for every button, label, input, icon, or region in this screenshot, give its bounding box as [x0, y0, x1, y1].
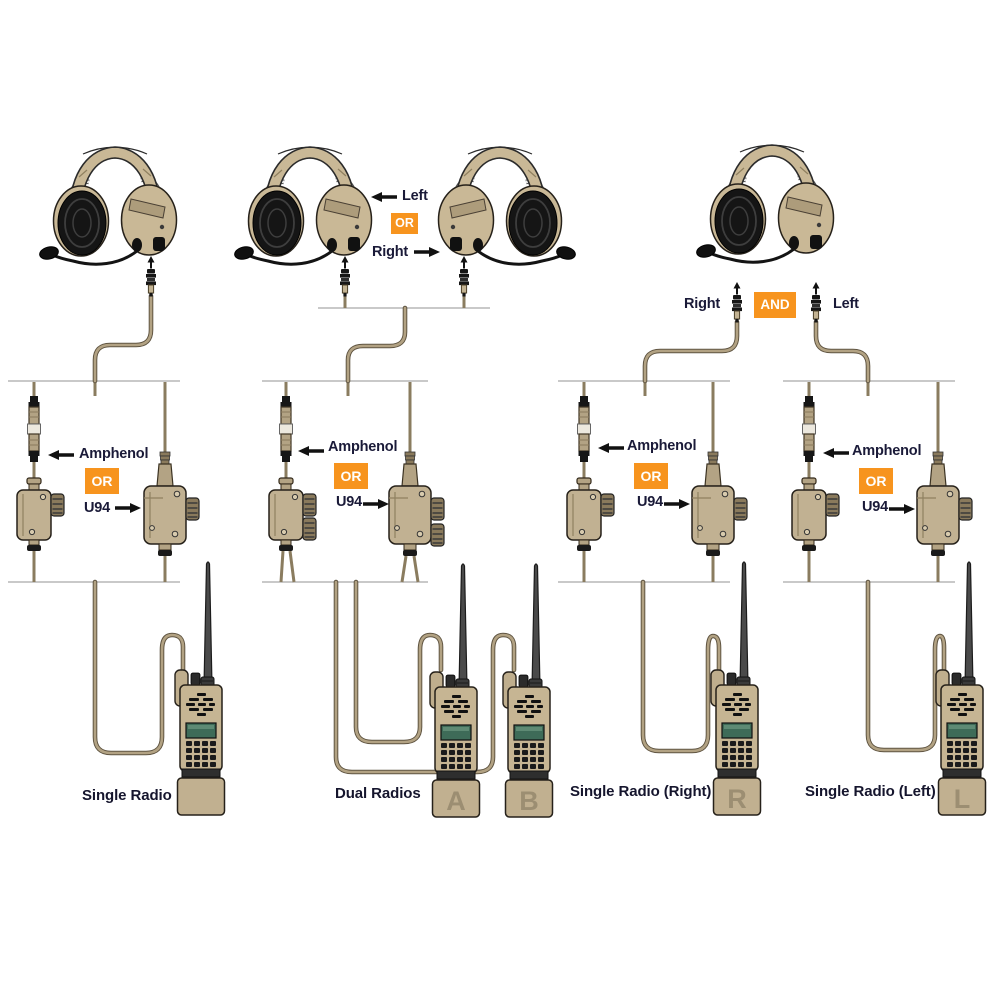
u94-label-col1: U94 — [84, 500, 110, 516]
left-ear-label: Left — [833, 296, 859, 312]
right-ear-label: Right — [684, 296, 721, 312]
or-badge-col3: OR — [634, 463, 668, 489]
amphenol-label-col3: Amphenol — [627, 438, 697, 454]
radio-a — [429, 563, 481, 818]
left-option-label: Left — [402, 188, 428, 204]
u94-ptt-col3 — [692, 452, 747, 556]
u94-ptt-col1 — [144, 452, 199, 556]
left-headset-arrow-icon — [371, 192, 397, 202]
radio-left-letter: L — [954, 784, 971, 814]
amphenol-arrow-icon-col4 — [823, 448, 849, 458]
connection-cables — [92, 293, 947, 775]
right-option-label: Right — [372, 244, 409, 260]
caption-single-radio-right: Single Radio (Right) — [570, 783, 712, 800]
amphenol-label-col4: Amphenol — [852, 443, 922, 459]
u94-label-col4: U94 — [862, 499, 888, 515]
plug-col3-right-ear — [731, 281, 743, 323]
ptt-col3 — [567, 478, 614, 551]
headset-dual-right — [439, 147, 577, 264]
radio-b-letter: B — [519, 786, 539, 816]
ptt-col4 — [792, 478, 839, 551]
or-badge-col4: OR — [859, 468, 893, 494]
amphenol-label-col1: Amphenol — [79, 446, 149, 462]
or-badge-col2: OR — [334, 463, 368, 489]
amphenol-arrow-icon-col2 — [298, 446, 324, 456]
u94-arrow-icon-col2 — [363, 499, 389, 509]
ptt-col1 — [17, 478, 64, 551]
amphenol-label-col2: Amphenol — [328, 439, 398, 455]
u94-ptt-col4 — [917, 452, 972, 556]
plug-col2-left — [339, 255, 351, 297]
radio-b — [502, 563, 554, 818]
ptt-col2-second-knob — [302, 517, 317, 541]
amphenol-connector-col1 — [26, 395, 42, 463]
headset-single-radio — [38, 147, 176, 264]
amphenol-connector-col4 — [801, 395, 817, 463]
right-headset-arrow-icon — [414, 247, 440, 257]
u94-arrow-icon-col3 — [664, 499, 690, 509]
radio-single — [174, 561, 226, 816]
internal-cables — [32, 296, 940, 583]
caption-single-radio: Single Radio — [82, 787, 172, 804]
or-badge-col1: OR — [85, 468, 119, 494]
caption-single-radio-left: Single Radio (Left) — [805, 783, 936, 800]
and-badge: AND — [754, 292, 796, 318]
plug-col3-left-ear — [810, 281, 822, 323]
or-badge-headsets: OR — [391, 213, 418, 234]
u94-col2-second-knob — [430, 523, 445, 547]
amphenol-arrow-icon-col1 — [48, 450, 74, 460]
amphenol-arrow-icon-col3 — [598, 443, 624, 453]
radio-left — [935, 561, 987, 816]
caption-dual-radios: Dual Radios — [335, 785, 421, 802]
plug-col2-right — [458, 255, 470, 297]
u94-label-col2: U94 — [336, 494, 362, 510]
plug-col1 — [145, 255, 157, 297]
u94-arrow-icon-col1 — [115, 503, 141, 513]
radio-a-letter: A — [446, 786, 466, 816]
amphenol-connector-col3 — [576, 395, 592, 463]
radio-right — [710, 561, 762, 816]
radio-right-letter: R — [727, 784, 747, 814]
u94-label-col3: U94 — [637, 494, 663, 510]
headset-split-ears — [695, 145, 833, 262]
headset-dual-left — [233, 147, 371, 264]
amphenol-connector-col2 — [278, 395, 294, 463]
u94-arrow-icon-col4 — [889, 504, 915, 514]
